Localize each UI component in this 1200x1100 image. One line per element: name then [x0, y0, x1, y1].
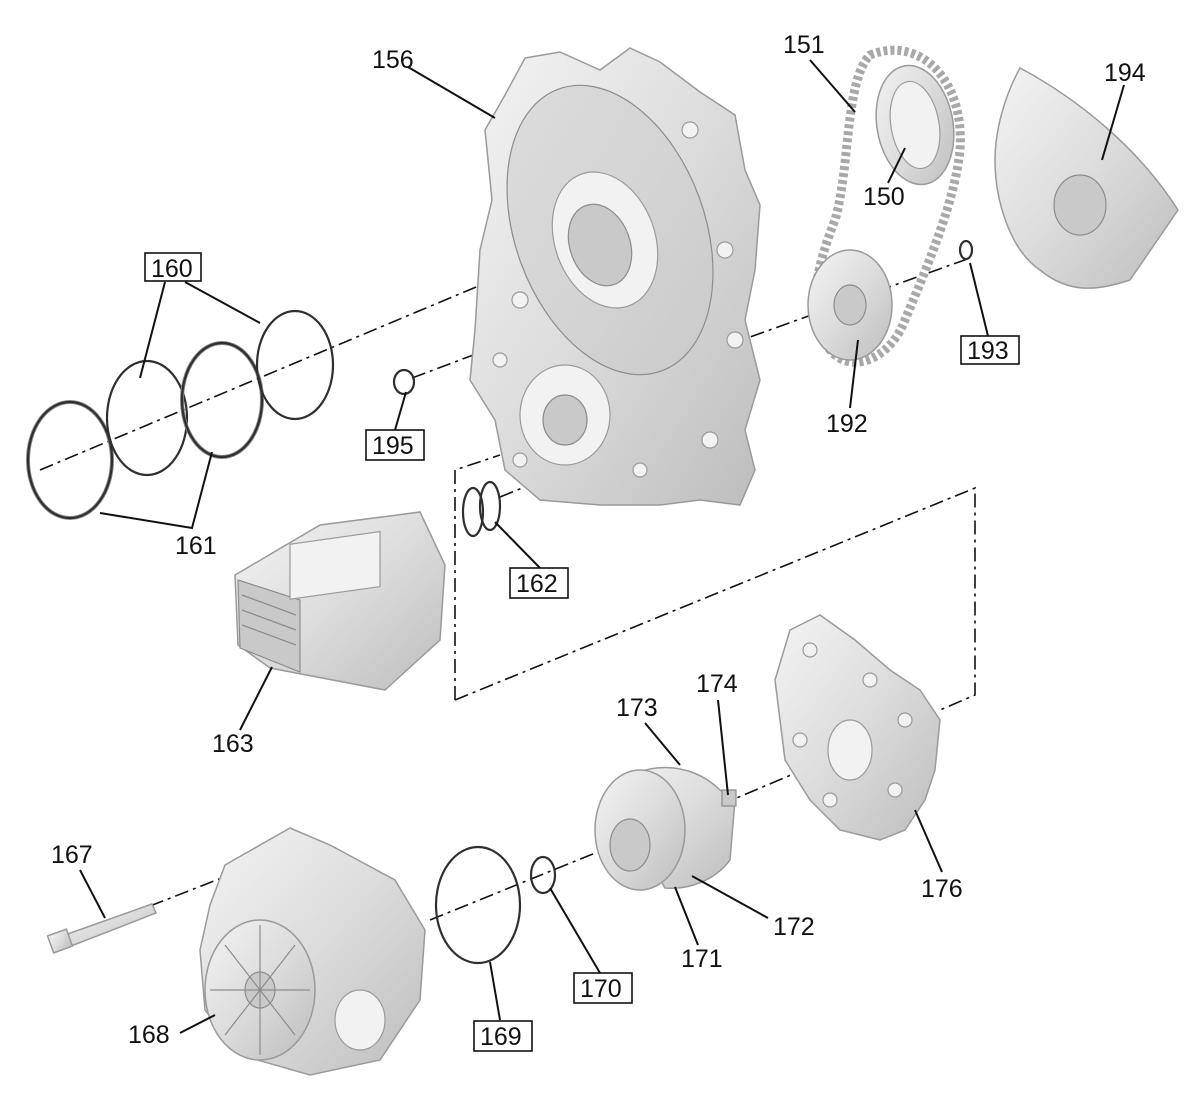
callout-box-162: [509, 567, 569, 599]
callout-168: 168: [128, 1021, 170, 1049]
double-o-ring-part: [461, 480, 502, 538]
callout-174: 174: [696, 670, 738, 698]
callout-156: 156: [372, 46, 414, 74]
callout-194: 194: [1104, 59, 1146, 87]
callout-160: 160: [151, 255, 193, 283]
small-seal-rings: [392, 239, 974, 396]
case-cover-part: [469, 47, 761, 506]
callout-171: 171: [681, 945, 723, 973]
drive-chain-part: [807, 45, 965, 367]
callout-193: 193: [967, 337, 1009, 365]
callout-195: 195: [372, 432, 414, 460]
large-seal-rings: [26, 309, 335, 520]
callout-162: 162: [516, 570, 558, 598]
callout-163: 163: [212, 730, 254, 758]
callout-192: 192: [826, 410, 868, 438]
callout-172: 172: [773, 913, 815, 941]
callout-173: 173: [616, 694, 658, 722]
callout-box-170: [573, 972, 633, 1004]
gasket-plate-part: [774, 614, 941, 841]
callout-box-193: [960, 335, 1020, 365]
callout-170: 170: [580, 975, 622, 1003]
callout-box-195: [365, 429, 425, 461]
motor-housing-part: [199, 827, 426, 1076]
callout-labels: 156 151 194 150 160 193 195 192 161 162 …: [51, 31, 1146, 1051]
callout-box-169: [473, 1020, 533, 1052]
callout-167: 167: [51, 841, 93, 869]
leader-lines: [79, 59, 1125, 1034]
chain-cover-part: [994, 66, 1179, 289]
callout-161: 161: [175, 532, 217, 560]
callout-boxes: [144, 252, 1020, 1052]
callout-box-160: [144, 252, 202, 282]
oil-pump-part: [594, 766, 737, 891]
callout-150: 150: [863, 183, 905, 211]
bolt-part: [46, 903, 158, 954]
control-module-part: [234, 511, 446, 691]
callout-169: 169: [480, 1023, 522, 1051]
callout-151: 151: [783, 31, 825, 59]
callout-176: 176: [921, 875, 963, 903]
pump-seal-rings: [434, 845, 557, 965]
